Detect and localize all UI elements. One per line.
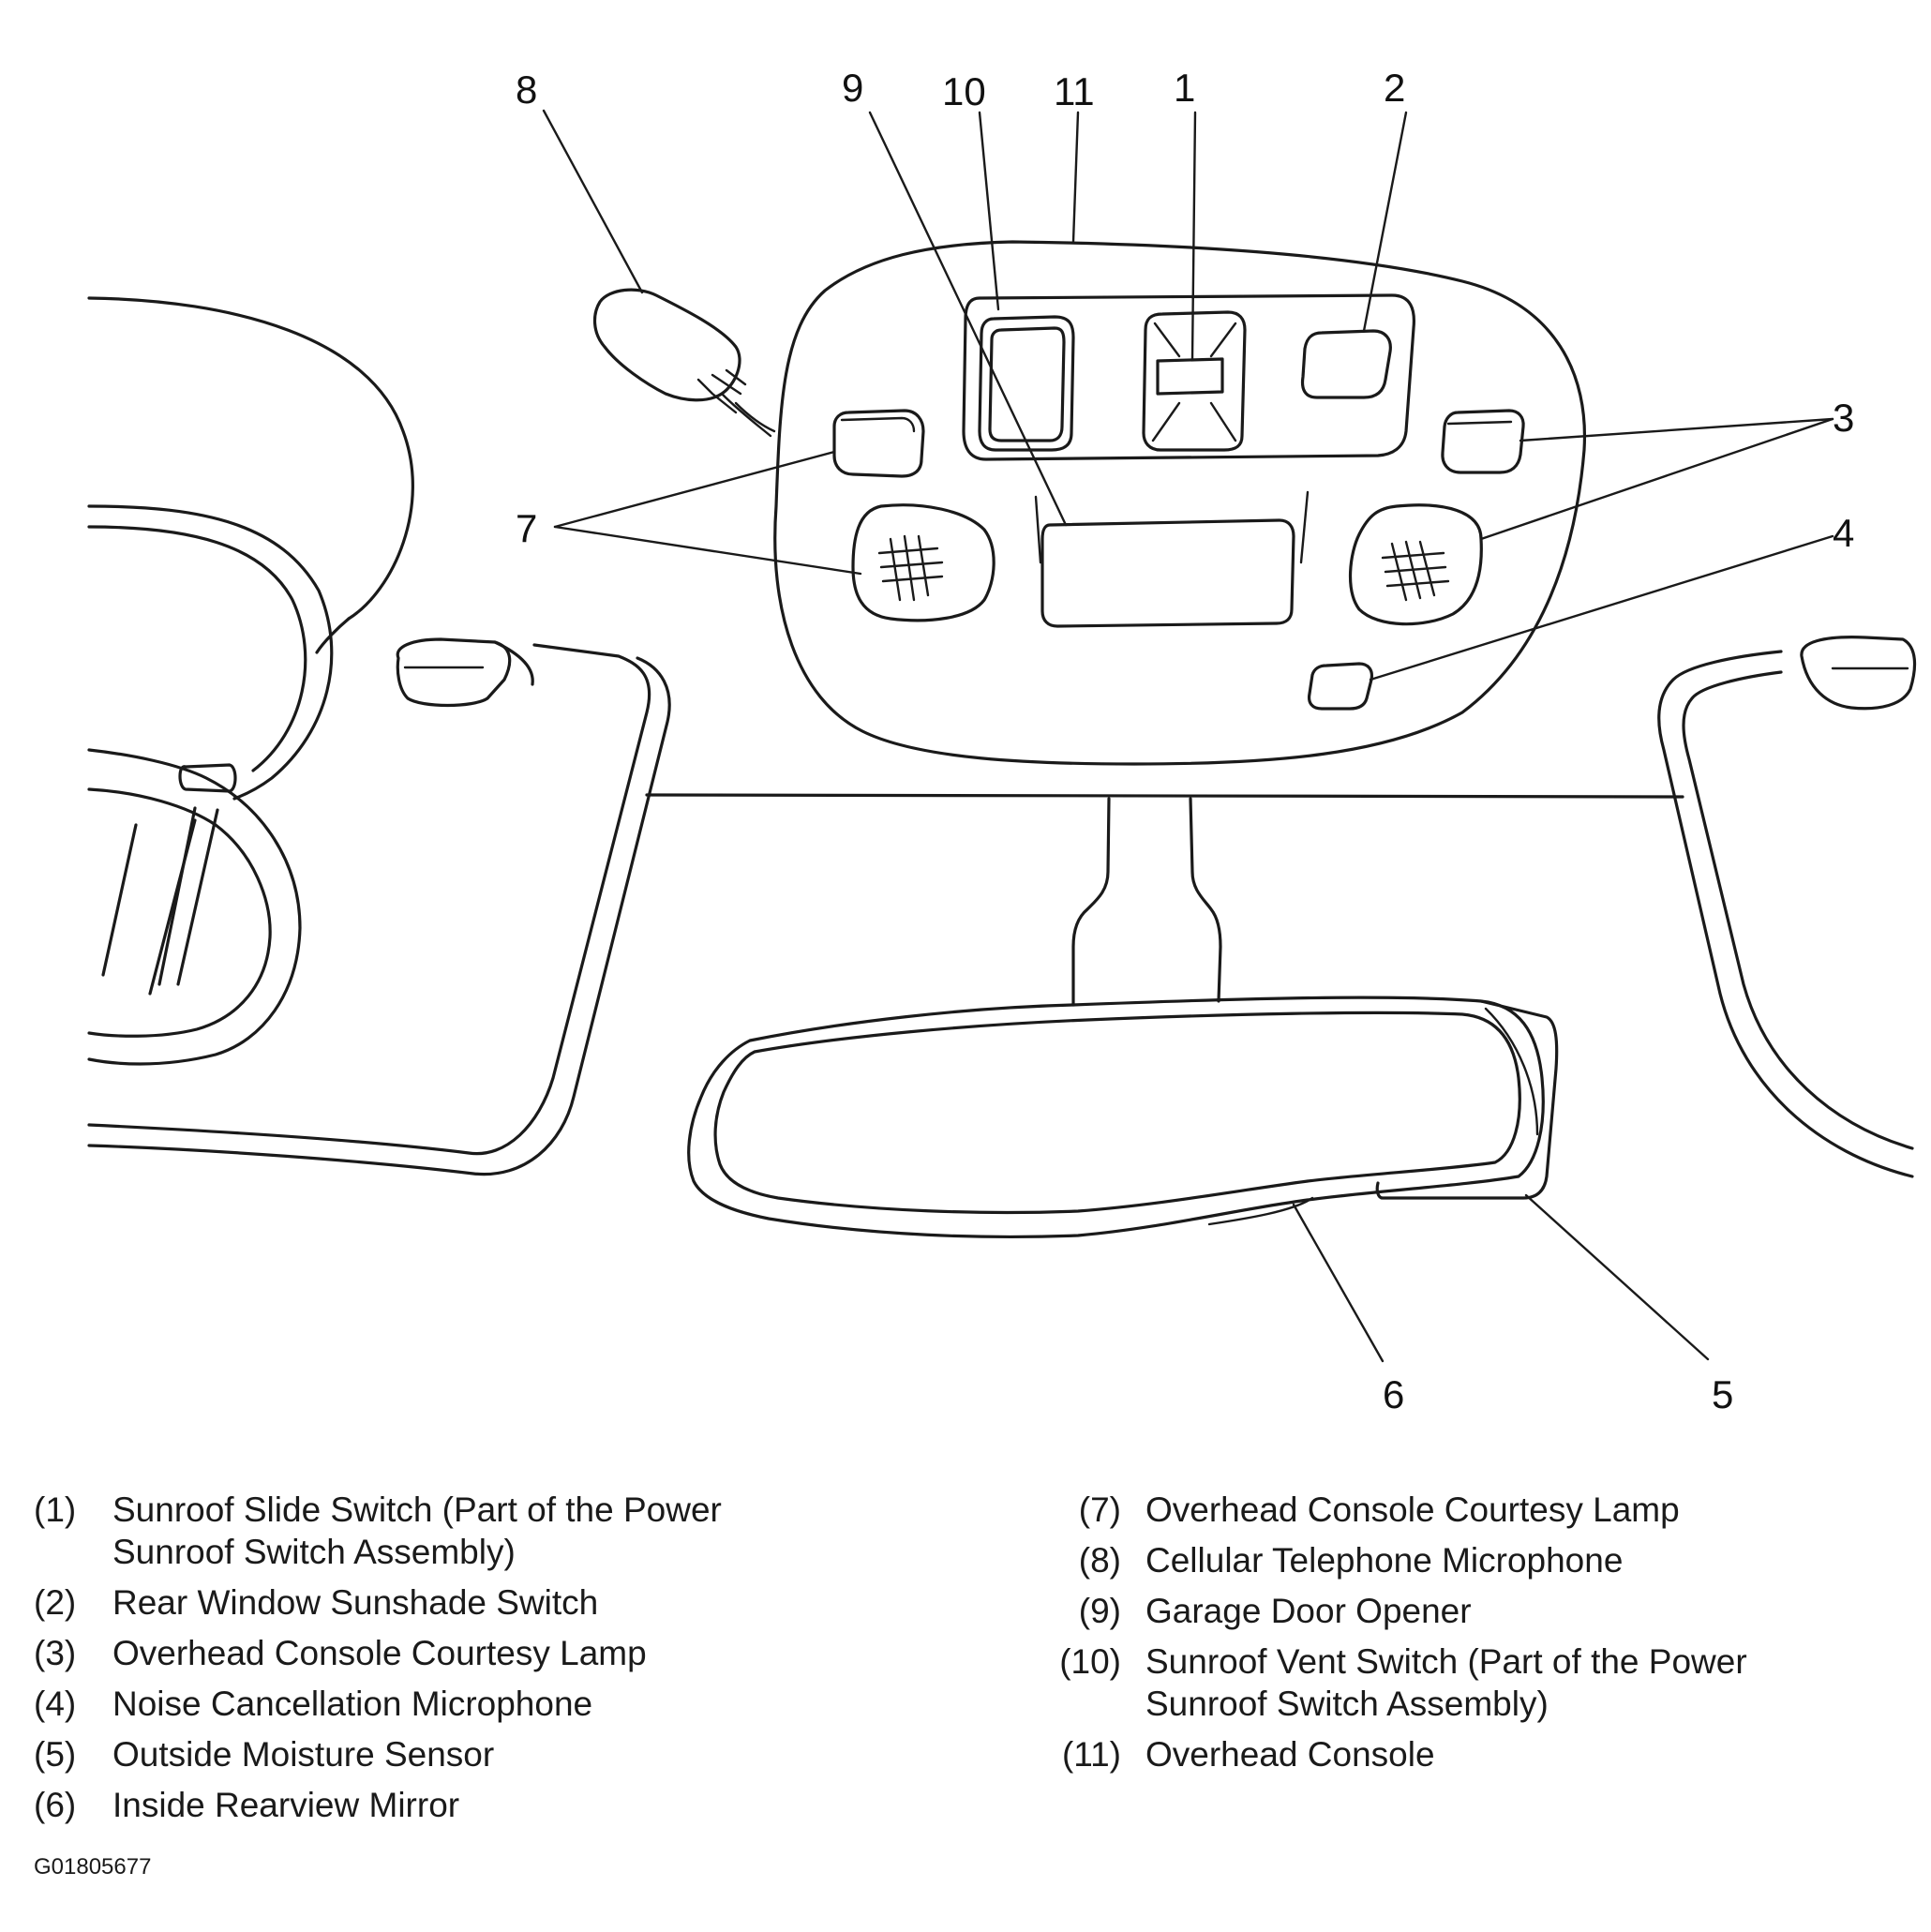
leader-7a — [553, 450, 836, 529]
legend-item: (6) Inside Rearview Mirror — [34, 1784, 1009, 1826]
leader-6 — [1292, 1203, 1385, 1363]
legend-number: (5) — [34, 1735, 77, 1774]
inside-rearview-mirror — [687, 996, 1559, 1239]
callout-11: 11 — [1054, 69, 1095, 113]
callout-4: 4 — [1833, 511, 1854, 555]
leader-4 — [1369, 534, 1834, 681]
sunroof-vent-switch — [978, 315, 1075, 452]
left-visor-clip — [396, 637, 534, 708]
legend-number: (10) — [1059, 1642, 1121, 1681]
leader-3a — [1519, 417, 1834, 442]
callout-7: 7 — [516, 506, 537, 550]
overhead-console-diagram: 8 9 10 11 1 2 3 4 7 6 5 — [87, 66, 1917, 1416]
legend-text: Overhead Console Courtesy Lamp — [112, 1634, 647, 1672]
legend-number: (8) — [1078, 1541, 1121, 1580]
legend-left: (1) Sunroof Slide Switch (Part of the Pow… — [34, 1489, 1009, 1835]
sunshade-switch — [1300, 329, 1392, 399]
cellular-microphone — [593, 288, 776, 438]
legend-number: (2) — [34, 1583, 77, 1622]
mirror-stem — [1071, 797, 1222, 1007]
legend-number: (1) — [34, 1490, 77, 1529]
left-sun-visor — [87, 617, 671, 1176]
right-sun-visor — [1657, 650, 1914, 1178]
legend-item: (8) Cellular Telephone Microphone — [1040, 1539, 1903, 1581]
right-courtesy-lamp — [1349, 503, 1483, 626]
legend-text: Overhead Console — [1145, 1735, 1435, 1774]
legend-item: (2) Rear Window Sunshade Switch — [34, 1581, 1009, 1624]
callout-5: 5 — [1712, 1372, 1733, 1416]
legend-text: Inside Rearview Mirror — [112, 1786, 460, 1824]
right-visor-clip — [1800, 636, 1917, 711]
legend-text: Garage Door Opener — [1145, 1592, 1472, 1630]
legend-text: Sunroof Vent Switch (Part of the Power S… — [1145, 1642, 1747, 1723]
callout-9: 9 — [842, 66, 863, 110]
leader-2 — [1362, 111, 1408, 333]
legend-item: (9) Garage Door Opener — [1040, 1590, 1903, 1632]
legend-item: (7) Overhead Console Courtesy Lamp — [1040, 1489, 1903, 1531]
callout-3: 3 — [1833, 396, 1854, 440]
legend-number: (4) — [34, 1685, 77, 1723]
leader-7b — [553, 525, 862, 576]
callout-1: 1 — [1174, 66, 1195, 110]
legend-item: (10) Sunroof Vent Switch (Part of the Pow… — [1040, 1640, 1903, 1725]
legend-item: (5) Outside Moisture Sensor — [34, 1733, 1009, 1775]
legend-text: Rear Window Sunshade Switch — [112, 1583, 599, 1622]
legend-number: (11) — [1061, 1735, 1121, 1774]
legend-number: (9) — [1078, 1592, 1121, 1630]
leader-3b — [1479, 417, 1834, 541]
legend-item: (11) Overhead Console — [1040, 1733, 1903, 1775]
left-headrest — [87, 296, 414, 801]
headliner-edge — [645, 793, 1684, 799]
leader-5 — [1524, 1193, 1710, 1361]
legend-item: (3) Overhead Console Courtesy Lamp — [34, 1632, 1009, 1674]
leader-10 — [978, 111, 1000, 311]
legend-text: Sunroof Slide Switch (Part of the Power … — [112, 1490, 722, 1571]
legend-right: (7) Overhead Console Courtesy Lamp (8) Cel… — [1040, 1489, 1903, 1784]
left-lamp-switch — [832, 409, 925, 478]
leader-lines — [542, 109, 1834, 1363]
callout-10: 10 — [942, 69, 986, 113]
leader-8 — [542, 109, 644, 294]
callout-2: 2 — [1384, 66, 1405, 110]
leader-9 — [868, 111, 1068, 527]
overhead-console — [773, 240, 1587, 766]
garage-door-opener — [1034, 490, 1310, 628]
switch-bezel — [962, 293, 1416, 461]
legend-text: Outside Moisture Sensor — [112, 1735, 495, 1774]
legend-number: (6) — [34, 1786, 77, 1824]
noise-cancellation-microphone — [1307, 662, 1374, 711]
leader-1 — [1190, 111, 1197, 361]
legend-text: Overhead Console Courtesy Lamp — [1145, 1490, 1680, 1529]
left-courtesy-lamp — [851, 503, 995, 622]
leader-11 — [1071, 111, 1080, 244]
right-lamp-switch — [1441, 409, 1525, 474]
callout-6: 6 — [1383, 1372, 1404, 1416]
legend-item: (1) Sunroof Slide Switch (Part of the Pow… — [34, 1489, 1009, 1573]
figure-code: G01805677 — [34, 1854, 152, 1880]
legend-number: (3) — [34, 1634, 77, 1672]
legend-text: Cellular Telephone Microphone — [1145, 1541, 1624, 1580]
legend-item: (4) Noise Cancellation Microphone — [34, 1683, 1009, 1725]
legend-number: (7) — [1078, 1490, 1121, 1529]
sunroof-slide-switch — [1142, 310, 1247, 452]
callout-8: 8 — [516, 67, 537, 112]
legend-text: Noise Cancellation Microphone — [112, 1685, 593, 1723]
